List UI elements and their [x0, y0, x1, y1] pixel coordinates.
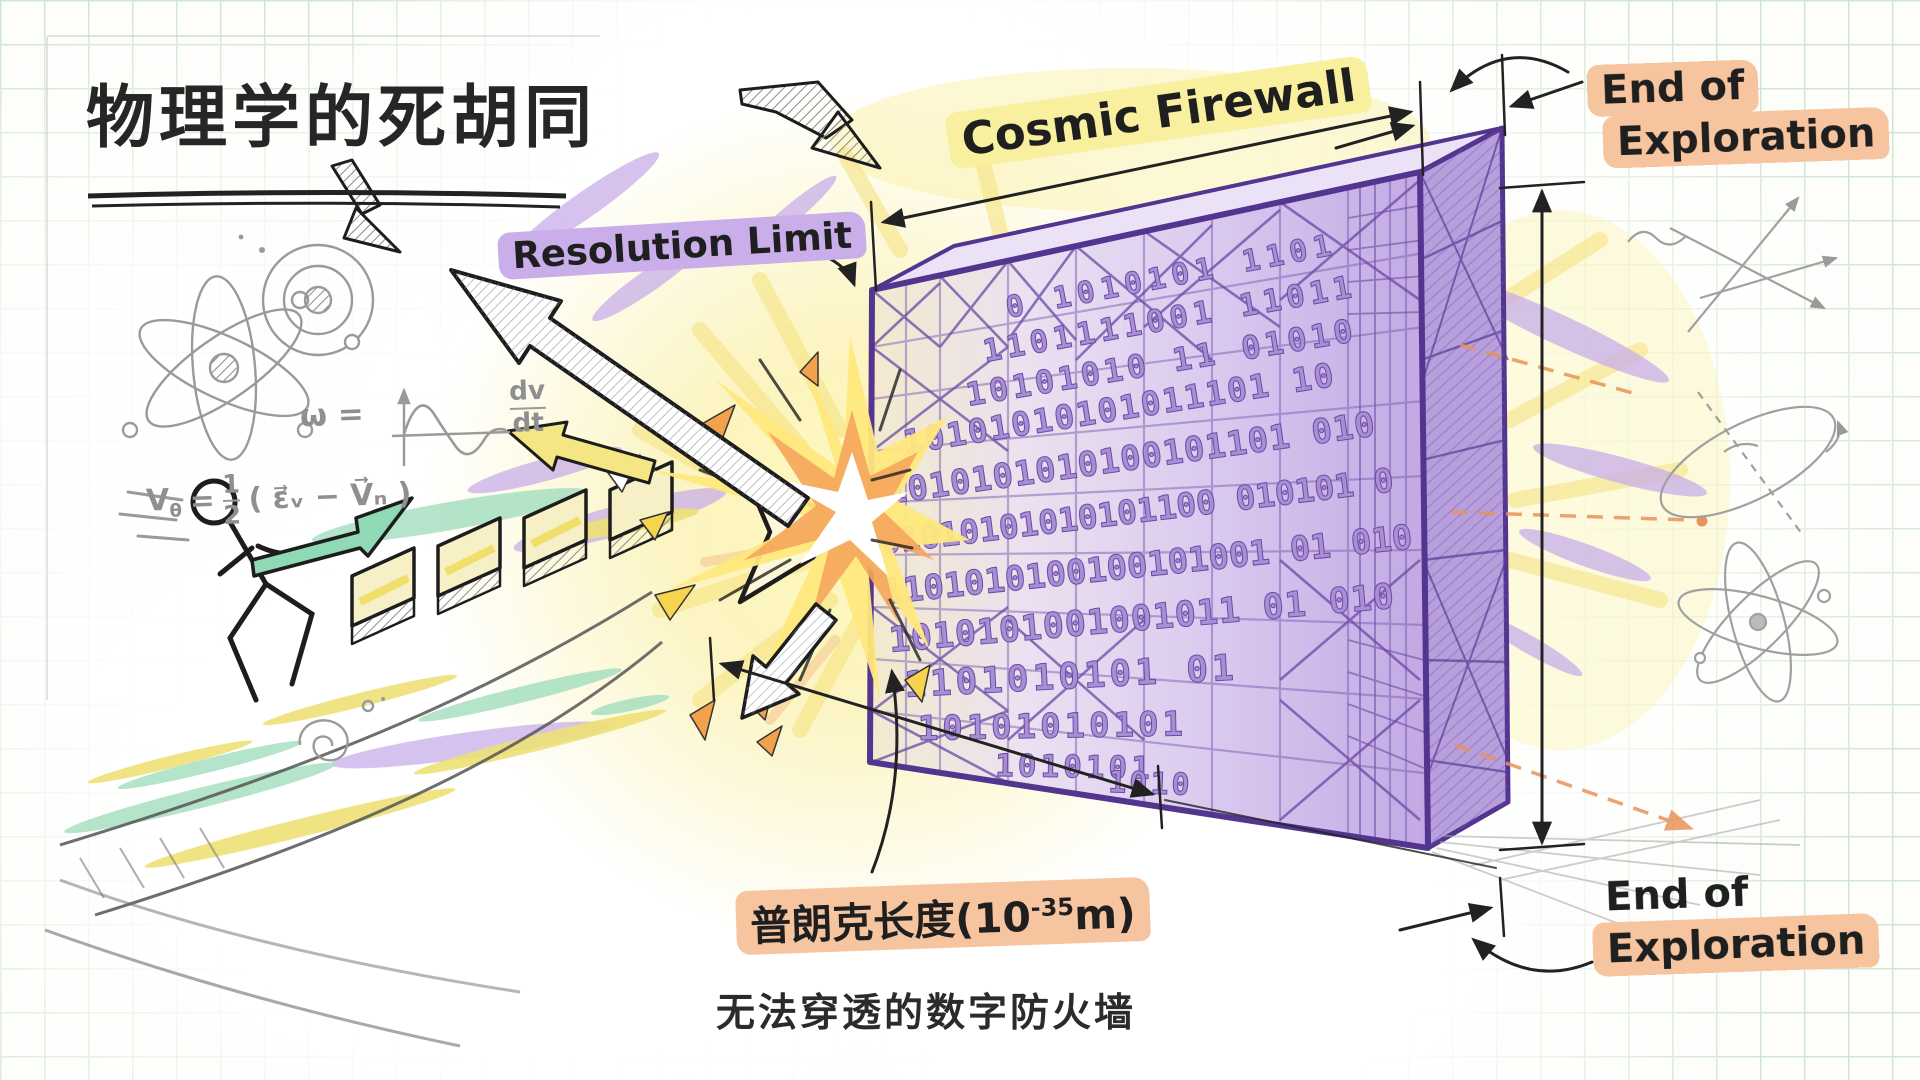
planck-base: 普朗克长度(10 [749, 892, 1032, 951]
omega-lhs: ω = [299, 395, 365, 434]
left-sketches [121, 234, 511, 762]
end-top-callout-arrow [1449, 56, 1570, 93]
end-of-exploration-top-label: End of Exploration [1586, 55, 1891, 169]
end-bottom-line2: Exploration [1592, 913, 1881, 977]
ground-mesh [1431, 799, 1801, 933]
deflected-arrow-left [506, 420, 657, 485]
velocity-expression: ( ε⃗ᵥ − V⃗ₙ ) [247, 476, 412, 518]
width-dimension [880, 106, 1414, 228]
dash-endpoint-dot [1696, 515, 1708, 527]
orbit-icon [1659, 391, 1849, 535]
arrow-to-cosmic-firewall [738, 80, 882, 170]
right-sketches [1627, 196, 1849, 703]
atom-icon-left [121, 275, 314, 461]
planck-unit: m) [1073, 889, 1137, 940]
wall-grid-lines [871, 175, 1425, 845]
speed-lines [118, 490, 190, 542]
scribble-icon [298, 697, 385, 762]
bohr-model-icon [238, 234, 375, 357]
velocity-lhs: Vθ [145, 483, 183, 523]
dimension-lines [708, 53, 1594, 973]
title-callout-arrows [330, 80, 882, 254]
deflected-arrow-up-left [449, 268, 810, 528]
planck-callout-arrow [870, 668, 905, 874]
green-arrow-icon [250, 496, 414, 578]
sketch-frame [46, 35, 600, 700]
end-top-line1: End of [1586, 59, 1760, 118]
end-bottom-callout-arrow [1471, 937, 1594, 973]
svg-text:10101010101: 10101010101 [917, 704, 1187, 749]
arrow-to-resolution-limit [330, 158, 402, 254]
atom-icon-right [1677, 541, 1839, 703]
bottom-caption: 无法穿透的数字防火墙 [716, 991, 1137, 1036]
title-underline [87, 190, 567, 209]
planck-dimension [718, 660, 1156, 798]
end-top-line2: Exploration [1602, 106, 1891, 169]
scatter-arrows-icon [1627, 196, 1839, 333]
end-bottom-line1: End of [1604, 869, 1750, 921]
end-of-exploration-bottom-label: End of Exploration [1590, 863, 1881, 977]
planck-exponent: -35 [1030, 892, 1075, 923]
omega-wave-sketch [391, 387, 511, 466]
page-title: 物理学的死胡同 [86, 79, 598, 158]
